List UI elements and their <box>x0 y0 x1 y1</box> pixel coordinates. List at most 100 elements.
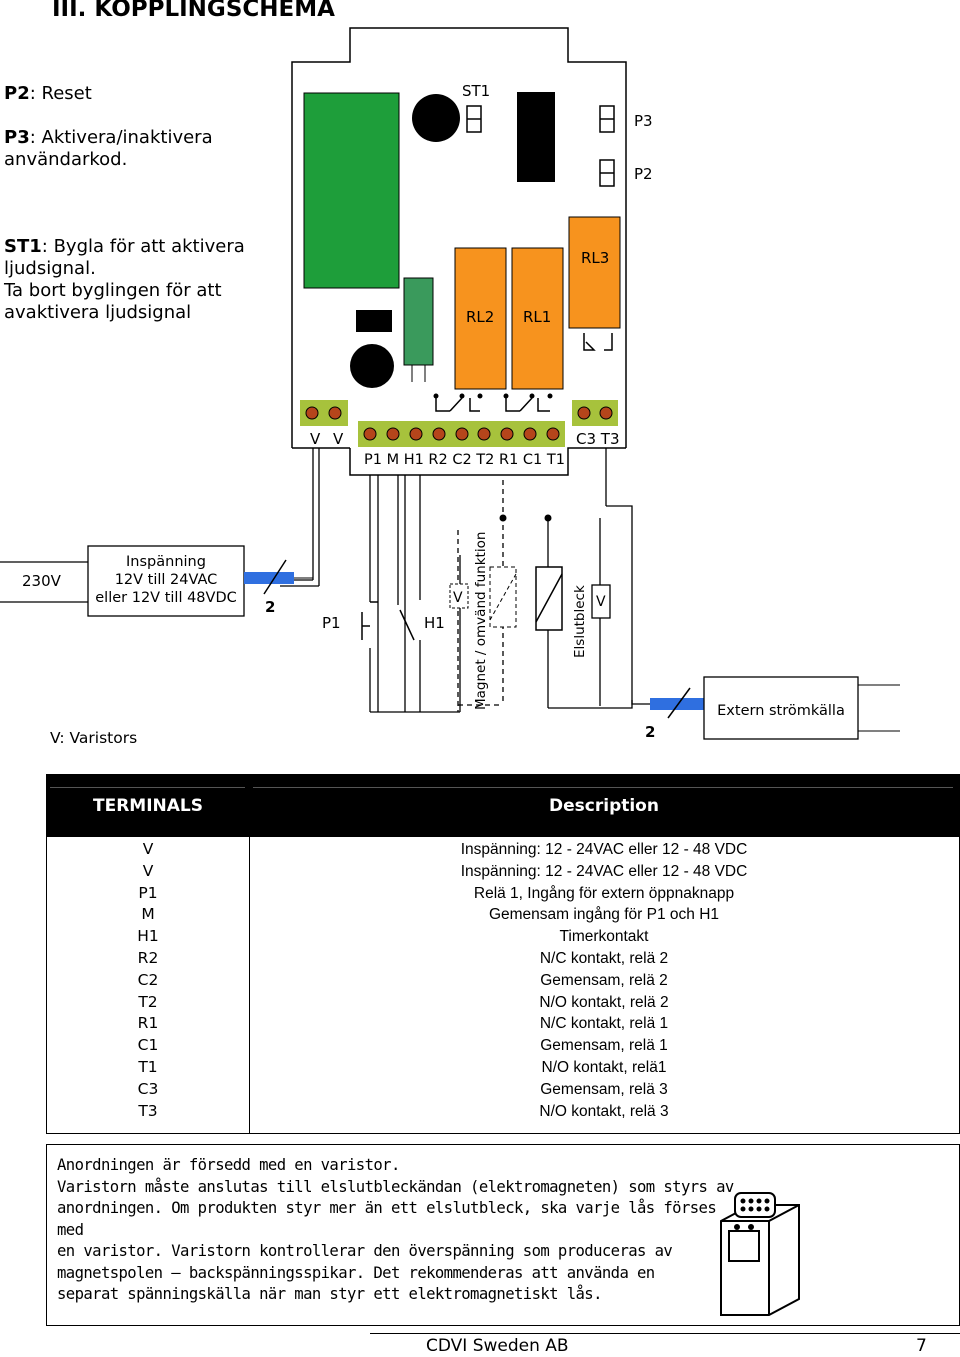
rl2-switch-icon <box>435 397 480 412</box>
h1-label: H1 <box>424 614 445 632</box>
terminal-cell: T2 <box>138 992 158 1011</box>
v-strike-label: V <box>596 594 606 610</box>
info-line: en varistor. Varistorn kontrollerar den … <box>57 1242 673 1260</box>
note-p3-text: : Aktivera/inaktivera <box>29 127 213 148</box>
header-rule-1 <box>50 787 245 828</box>
description-cell: N/O kontakt, relä1 <box>541 1058 667 1076</box>
note-st1-text: : Bygla för att aktivera <box>41 236 245 257</box>
note-st1-line4: avaktivera ljudsignal <box>4 302 192 323</box>
description-cell: Gemensam, relä 1 <box>540 1037 668 1055</box>
radio-module <box>303 92 400 289</box>
v1-label: V <box>310 430 321 448</box>
board-bottom-step <box>349 447 626 476</box>
terminal-cell: P1 <box>138 883 158 902</box>
elslutbleck-label: Elslutbleck <box>572 585 588 658</box>
terminal-cell: C3 <box>137 1079 159 1098</box>
terminal-cell: C2 <box>137 970 159 989</box>
psu-line2: 12V till 24VAC <box>115 572 218 588</box>
info-line: magnetspolen – backspänningsspikar. Det … <box>57 1263 655 1282</box>
st1-label: ST1 <box>462 82 490 100</box>
description-cell: N/O kontakt, relä 2 <box>539 993 669 1011</box>
description-cell: Gemensam, relä 2 <box>540 971 668 989</box>
small-component <box>356 310 392 332</box>
psu-box <box>87 545 245 617</box>
mains-label: 230V <box>22 572 62 590</box>
magnet-label: Magnet / omvänd funktion <box>473 532 489 710</box>
note-st1: ST1: Bygla för att aktivera ljudsignal. … <box>4 236 245 324</box>
rl3-label: RL3 <box>581 249 609 267</box>
board-outline <box>291 27 627 448</box>
description-cell: Relä 1, Ingång för extern öppnaknapp <box>473 884 735 902</box>
terminal-screw-v1 <box>305 406 319 420</box>
info-line: Varistorn måste anslutas till elslutblec… <box>57 1177 734 1196</box>
table-row: H1 Timerkontakt <box>47 926 959 948</box>
table-body: V Inspänning: 12 - 24VAC eller 12 - 48 VD… <box>47 839 959 1122</box>
note-st1-line2: ljudsignal. <box>4 258 96 279</box>
section-title: III. KOPPLINGSCHEMA <box>52 0 335 22</box>
table-row: P1 Relä 1, Ingång för extern öppnaknapp <box>47 883 959 905</box>
footer-rule <box>370 1333 960 1334</box>
table-row: R2 N/C kontakt, relä 2 <box>47 948 959 970</box>
terminal-cell: R2 <box>137 948 159 967</box>
strike-node-icon <box>544 514 552 522</box>
relay-rl1 <box>511 247 564 390</box>
varistor-strike-icon <box>591 584 611 619</box>
rl3-switch-icon <box>583 333 596 351</box>
terminal-cell: M <box>141 905 155 924</box>
chip <box>517 92 555 182</box>
magnet-coil-slash <box>489 573 517 621</box>
electric-strike-icon <box>720 1192 800 1316</box>
varistors-note: V: Varistors <box>50 729 137 747</box>
info-box: Anordningen är försedd med en varistor. V… <box>46 1144 960 1326</box>
header-description: Description <box>549 796 659 816</box>
p1-label: P1 <box>322 614 341 632</box>
varistor-component <box>403 277 434 366</box>
column-divider <box>249 775 250 1133</box>
note-p2: P2: Reset <box>4 83 92 105</box>
rl1-switch-icon <box>505 397 550 412</box>
cable-left <box>244 572 294 584</box>
description-cell: Timerkontakt <box>559 928 649 946</box>
header-terminals: TERMINALS <box>92 796 203 816</box>
note-st1-line3: Ta bort byglingen för att <box>4 280 222 301</box>
terminals-table: TERMINALS Description V Inspänning: 12 - … <box>46 774 960 1134</box>
terminal-cell: R1 <box>137 1014 159 1033</box>
note-p3-text2: användarkod. <box>4 149 128 170</box>
table-row: C2 Gemensam, relä 2 <box>47 970 959 992</box>
info-text: Anordningen är försedd med en varistor. V… <box>57 1155 737 1306</box>
wiring-diagram: ST1 P3 P2 RL3 RL2 RL1 <box>0 27 900 747</box>
description-cell: Gemensam, relä 3 <box>540 1080 668 1098</box>
description-cell: N/C kontakt, relä 1 <box>539 1015 669 1033</box>
relay-rl2 <box>454 247 507 390</box>
terminal-screw-c3 <box>577 406 591 420</box>
terminal-screw-t3 <box>599 406 613 420</box>
description-cell: N/C kontakt, relä 2 <box>539 949 669 967</box>
terminal-cell: H1 <box>137 927 159 946</box>
terminal-cell: V <box>142 840 154 858</box>
footer-company: CDVI Sweden AB <box>426 1336 569 1356</box>
cable-right-slash <box>667 687 691 719</box>
terminal-cell: T3 <box>138 1101 158 1120</box>
table-row: M Gemensam ingång för P1 och H1 <box>47 904 959 926</box>
note-p2-text: : Reset <box>29 83 92 104</box>
table-row: T2 N/O kontakt, relä 2 <box>47 992 959 1014</box>
wires <box>280 448 750 713</box>
c3t3-label: C3 T3 <box>576 430 620 448</box>
psu-line3: eller 12V till 48VDC <box>95 590 237 606</box>
terminal-cell: T1 <box>138 1057 158 1076</box>
table-row: R1 N/C kontakt, relä 1 <box>47 1013 959 1035</box>
info-line: Anordningen är försedd med en varistor. <box>57 1156 400 1174</box>
description-cell: Inspänning: 12 - 24VAC eller 12 - 48 VDC <box>460 841 748 858</box>
terminal-cell: V <box>142 861 154 880</box>
terminal-row-label: P1 M H1 R2 C2 T2 R1 C1 T1 <box>364 452 565 468</box>
header-rule-2 <box>253 787 953 828</box>
description-cell: Gemensam ingång för P1 och H1 <box>488 906 720 924</box>
cable-left-slash <box>263 559 287 595</box>
psu-line1: Inspänning <box>126 554 206 570</box>
rl1-label: RL1 <box>523 308 551 326</box>
p1-button-icon <box>361 601 378 640</box>
rl2-label: RL2 <box>466 308 494 326</box>
